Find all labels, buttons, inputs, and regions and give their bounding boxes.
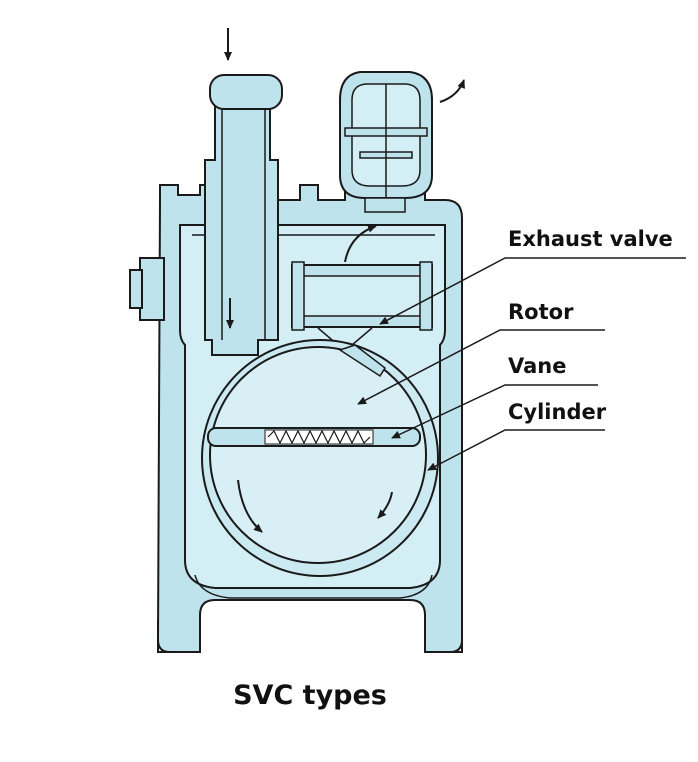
vane-leader — [391, 384, 598, 439]
label-vane: Vane — [508, 354, 567, 378]
rotor — [209, 346, 427, 564]
rotor-leader — [357, 329, 605, 405]
side-fitting — [139, 257, 165, 321]
label-rotor: Rotor — [508, 300, 574, 324]
diagram-caption: SVC types — [233, 680, 387, 711]
rotation-arrow-right — [377, 491, 393, 519]
inlet-cap — [209, 74, 283, 110]
vane-spring — [267, 429, 371, 445]
exhaust-valve-leader — [379, 257, 686, 325]
inlet-tube — [204, 99, 279, 356]
cylinder-leader — [427, 429, 605, 471]
rotation-arrow-left — [237, 479, 263, 533]
pump-feet — [157, 620, 463, 653]
exhaust-flow-arrow — [344, 224, 377, 263]
label-exhaust-valve: Exhaust valve — [508, 227, 673, 251]
exhaust-out-arrow — [439, 79, 465, 103]
label-cylinder: Cylinder — [508, 400, 607, 424]
